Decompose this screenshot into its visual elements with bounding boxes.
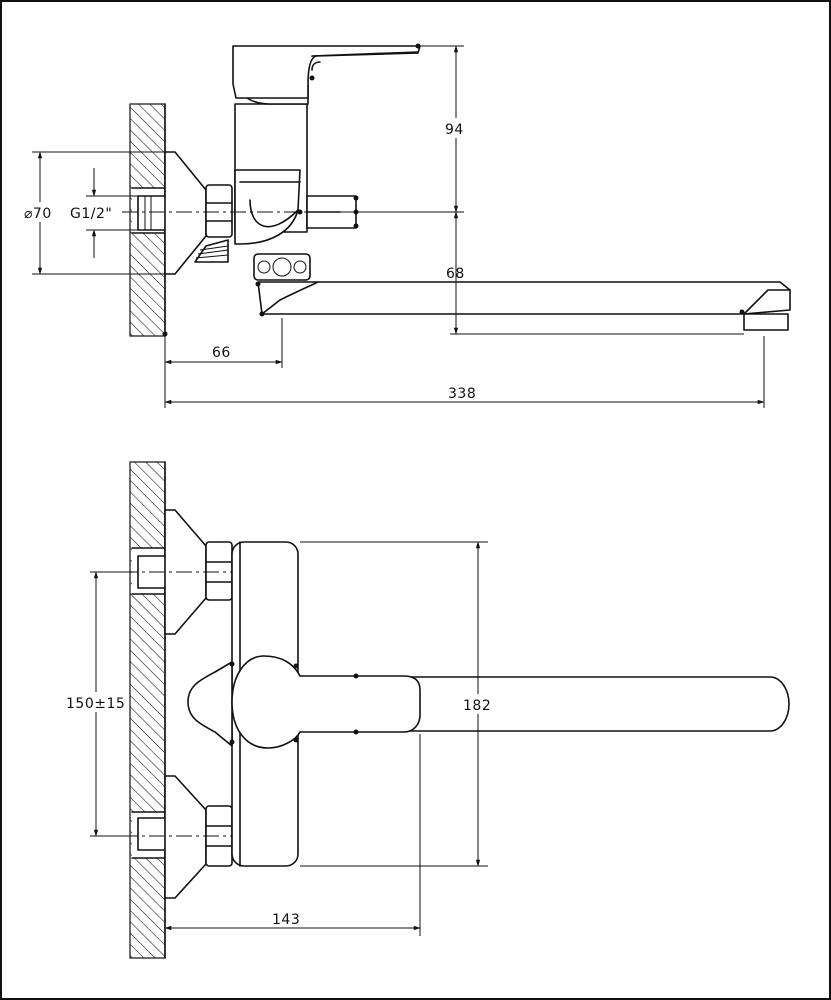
eccentric-thread [194, 239, 229, 263]
aerator-side [743, 313, 789, 331]
spout-top [299, 676, 790, 732]
dim-inlet-spacing: 150±15 [66, 696, 125, 712]
dim-length-338: 338 [448, 386, 476, 402]
escutcheon-lower [164, 775, 207, 899]
swivel-ring [253, 253, 311, 281]
dim-diameter-label: ⌀70 [24, 206, 52, 222]
diverter-knob-top [187, 661, 233, 747]
top-view: 150±15 182 143 [62, 461, 790, 959]
inlet-pipe-top [137, 195, 167, 231]
dim-height-94: 94 [445, 122, 464, 138]
nut-upper [205, 541, 233, 601]
spout-side [257, 281, 791, 315]
lever-handle-side [232, 45, 421, 99]
dim-body-182: 182 [463, 698, 491, 714]
lever-handle-top [231, 655, 421, 749]
nut-side [205, 184, 233, 238]
dim-offset-66: 66 [212, 345, 231, 361]
inlet-pipe-lower [137, 817, 167, 851]
wall-hatch-bottom [129, 461, 166, 959]
dim-spout-68: 68 [446, 266, 465, 282]
dim-thread-label: G1/2" [70, 206, 112, 222]
dim-depth-143: 143 [272, 912, 300, 928]
side-view: ⌀70 G1/2" 94 68 66 338 [20, 43, 791, 408]
